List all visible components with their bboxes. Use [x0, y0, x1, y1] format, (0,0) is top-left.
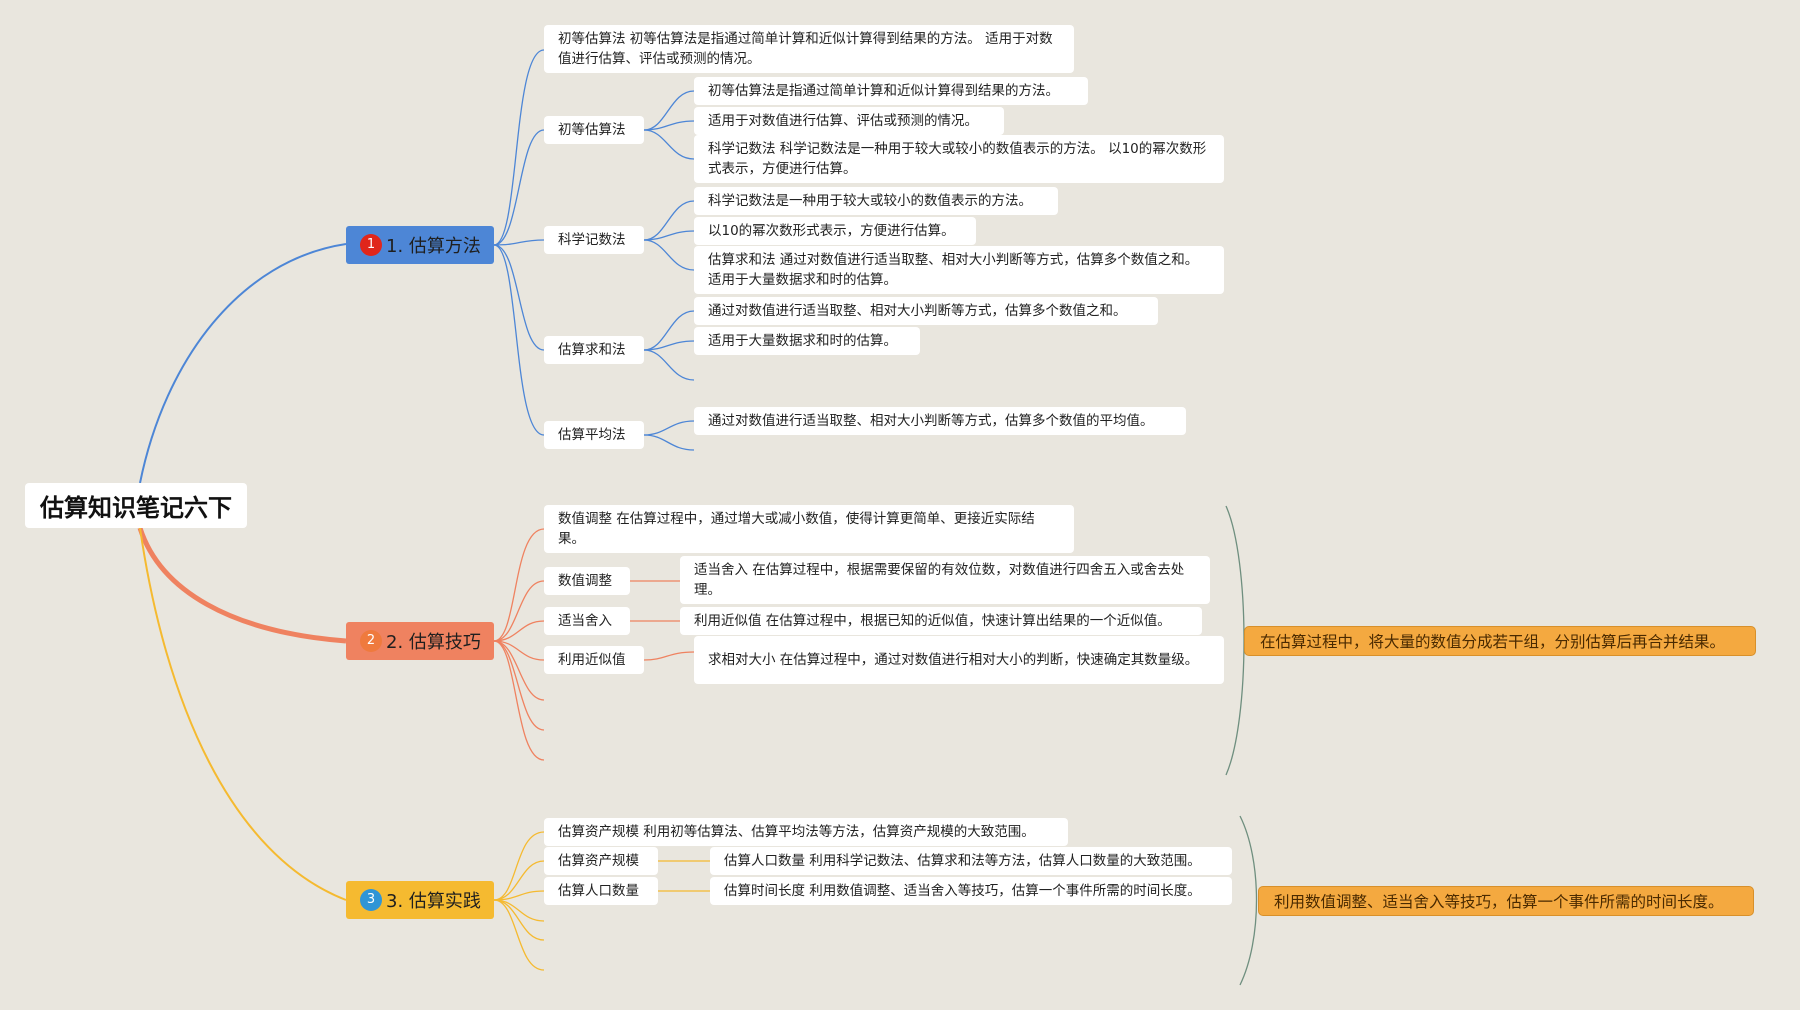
leaf-node[interactable]: 估算求和法 通过对数值进行适当取整、相对大小判断等方式，估算多个数值之和。 适用… — [694, 246, 1224, 294]
sub-node[interactable]: 估算平均法 — [544, 421, 644, 449]
number-3-icon: 3 — [360, 889, 382, 911]
branch-2-node[interactable]: 2 2. 估算技巧 — [346, 622, 494, 660]
branch-1-node[interactable]: 1 1. 估算方法 — [346, 226, 494, 264]
branch-label: 3. 估算实践 — [386, 891, 481, 912]
leaf-node[interactable]: 科学记数法是一种用于较大或较小的数值表示的方法。 — [694, 187, 1058, 215]
leaf-node[interactable]: 通过对数值进行适当取整、相对大小判断等方式，估算多个数值的平均值。 — [694, 407, 1186, 435]
sub-node[interactable]: 适当舍入 — [544, 607, 630, 635]
sub-node[interactable]: 估算资产规模 利用初等估算法、估算平均法等方法，估算资产规模的大致范围。 — [544, 818, 1068, 846]
leaf-node[interactable]: 科学记数法 科学记数法是一种用于较大或较小的数值表示的方法。 以10的幂次数形式… — [694, 135, 1224, 183]
link-root-branch1 — [139, 243, 347, 484]
leaf-node[interactable]: 求相对大小 在估算过程中，通过对数值进行相对大小的判断，快速确定其数量级。 — [694, 636, 1224, 684]
summary-node-2[interactable]: 在估算过程中，将大量的数值分成若干组，分别估算后再合并结果。 — [1244, 626, 1756, 656]
number-2-icon: 2 — [360, 630, 382, 652]
summary-node-3[interactable]: 利用数值调整、适当舍入等技巧，估算一个事件所需的时间长度。 — [1258, 886, 1754, 916]
leaf-node[interactable]: 初等估算法是指通过简单计算和近似计算得到结果的方法。 — [694, 77, 1088, 105]
sub-node[interactable]: 数值调整 在估算过程中，通过增大或减小数值，使得计算更简单、更接近实际结果。 — [544, 505, 1074, 553]
summary-bracket-2 — [1225, 505, 1245, 776]
sub-node[interactable]: 数值调整 — [544, 567, 630, 595]
leaf-node[interactable]: 适用于对数值进行估算、评估或预测的情况。 — [694, 107, 1004, 135]
sub-node[interactable]: 估算人口数量 — [544, 877, 658, 905]
branch-label: 2. 估算技巧 — [386, 632, 481, 653]
branch-3-node[interactable]: 3 3. 估算实践 — [346, 881, 494, 919]
sub-node[interactable]: 估算资产规模 — [544, 847, 658, 875]
leaf-node[interactable]: 估算人口数量 利用科学记数法、估算求和法等方法，估算人口数量的大致范围。 — [710, 847, 1232, 875]
root-node[interactable]: 估算知识笔记六下 — [25, 483, 247, 528]
branch-label: 1. 估算方法 — [386, 236, 481, 257]
link-root-branch2 — [137, 527, 347, 644]
sub-node[interactable]: 利用近似值 — [544, 646, 644, 674]
link-root-branch3 — [139, 527, 347, 901]
number-1-icon: 1 — [360, 234, 382, 256]
leaf-node[interactable]: 适当舍入 在估算过程中，根据需要保留的有效位数，对数值进行四舍五入或舍去处理。 — [680, 556, 1210, 604]
leaf-node[interactable]: 通过对数值进行适当取整、相对大小判断等方式，估算多个数值之和。 — [694, 297, 1158, 325]
summary-bracket-3 — [1239, 815, 1258, 986]
sub-node[interactable]: 估算求和法 — [544, 336, 644, 364]
leaf-node[interactable]: 以10的幂次数形式表示，方便进行估算。 — [694, 217, 976, 245]
sub-node[interactable]: 初等估算法 初等估算法是指通过简单计算和近似计算得到结果的方法。 适用于对数值进… — [544, 25, 1074, 73]
sub-node[interactable]: 科学记数法 — [544, 226, 644, 254]
leaf-node[interactable]: 利用近似值 在估算过程中，根据已知的近似值，快速计算出结果的一个近似值。 — [680, 607, 1202, 635]
leaf-node[interactable]: 估算时间长度 利用数值调整、适当舍入等技巧，估算一个事件所需的时间长度。 — [710, 877, 1232, 905]
leaf-node[interactable]: 适用于大量数据求和时的估算。 — [694, 327, 920, 355]
sub-node[interactable]: 初等估算法 — [544, 116, 644, 144]
